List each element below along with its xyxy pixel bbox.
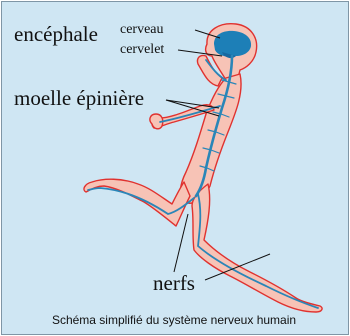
label-cervelet: cervelet <box>120 43 164 57</box>
caption: Schéma simplifié du système nerveux huma… <box>0 313 348 327</box>
front-leg <box>192 184 322 312</box>
label-moelle-epiniere: moelle épinière <box>14 88 144 109</box>
label-encephale: encéphale <box>14 24 98 45</box>
body-silhouette <box>84 24 322 312</box>
label-nerfs: nerfs <box>153 273 195 294</box>
label-cerveau: cerveau <box>120 23 164 37</box>
back-leg <box>84 179 190 226</box>
torso <box>180 74 241 203</box>
